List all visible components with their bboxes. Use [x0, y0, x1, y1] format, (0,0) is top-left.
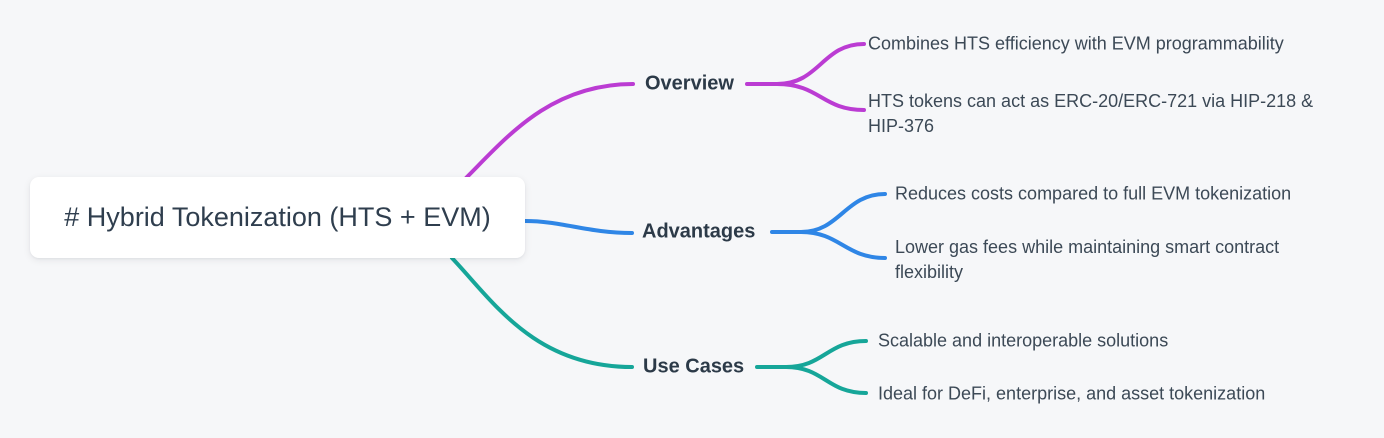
link-advantages-to-child-1 [799, 230, 887, 260]
link-root-to-use-cases [450, 256, 634, 369]
root-node[interactable]: # Hybrid Tokenization (HTS + EVM) [30, 177, 525, 258]
link-advantages-to-child-0 [770, 192, 887, 234]
link-overview-to-child-1 [775, 82, 866, 112]
branch-node-use-cases[interactable]: Use Cases [643, 355, 745, 378]
branch-node-overview[interactable]: Overview [645, 72, 734, 95]
link-use-cases-to-child-1 [784, 365, 868, 395]
leaf-node-advantages-1[interactable]: Lower gas fees while maintaining smart c… [895, 237, 1280, 282]
leaf-node-overview-0[interactable]: Combines HTS efficiency with EVM program… [868, 33, 1284, 54]
leaf-node-use-cases-0[interactable]: Scalable and interoperable solutions [878, 330, 1169, 351]
leaf-node-advantages-0[interactable]: Reduces costs compared to full EVM token… [895, 183, 1292, 204]
leaf-node-overview-1[interactable]: HTS tokens can act as ERC-20/ERC-721 via… [868, 91, 1314, 136]
link-root-to-advantages [523, 219, 634, 235]
branch-node-advantages[interactable]: Advantages [642, 220, 756, 243]
link-overview-to-child-0 [745, 42, 866, 86]
link-root-to-overview [464, 82, 635, 180]
link-use-cases-to-child-0 [755, 339, 868, 369]
root-node-label: # Hybrid Tokenization (HTS + EVM) [64, 202, 491, 232]
leaf-node-use-cases-1[interactable]: Ideal for DeFi, enterprise, and asset to… [878, 383, 1266, 404]
